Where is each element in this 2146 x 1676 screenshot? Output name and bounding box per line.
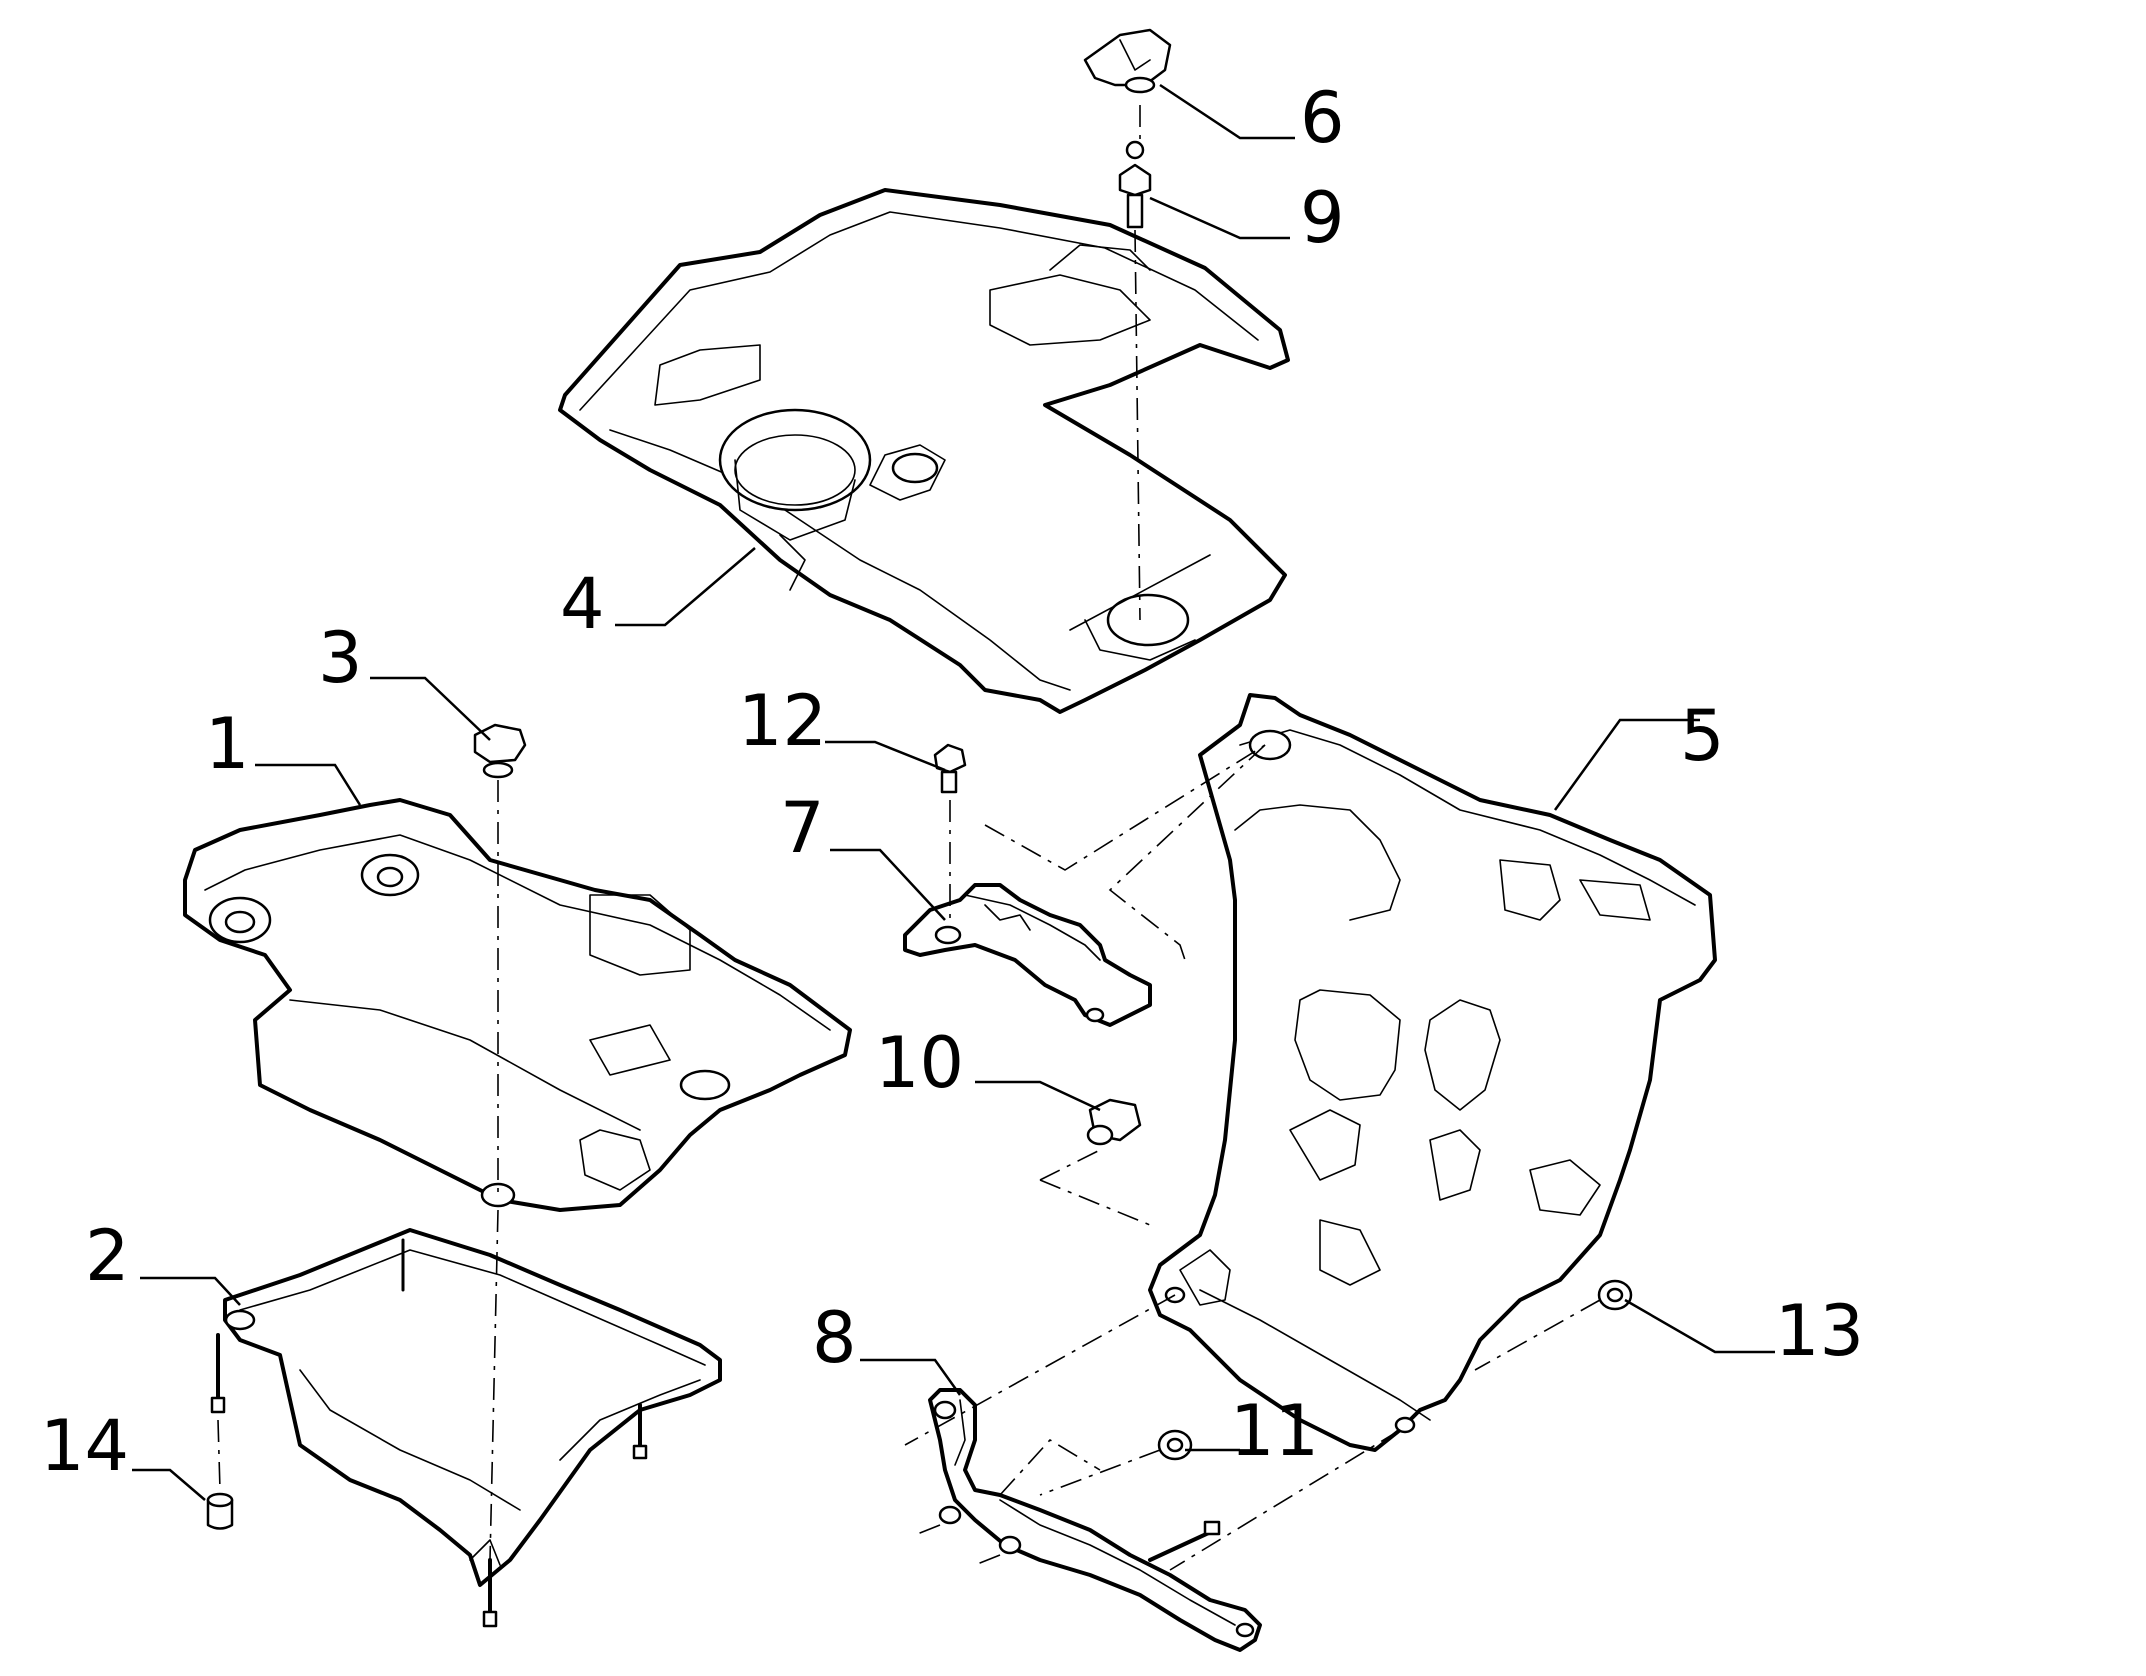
part-6-clip [1083, 28, 1172, 94]
callout-5: 5 [1680, 695, 1725, 777]
callout-1: 1 [205, 703, 250, 785]
part-12-bolt [933, 743, 967, 794]
callout-12: 12 [738, 680, 827, 762]
part-4-upper-heat-shield [558, 188, 1290, 714]
part-7-bracket [903, 883, 1152, 1027]
part-13-clip [1597, 1279, 1633, 1311]
callout-11: 11 [1230, 1390, 1319, 1472]
part-1-left-heat-shield [183, 798, 852, 1212]
assembly-lines [217, 105, 1601, 1571]
callout-6: 6 [1300, 77, 1345, 159]
part-2-lower-bracket [223, 1228, 722, 1587]
part-2-studs [210, 1238, 648, 1628]
callout-14: 14 [40, 1405, 129, 1487]
callout-10: 10 [875, 1022, 964, 1104]
callout-labels: 1 2 3 4 5 6 7 8 9 10 11 12 13 14 [40, 77, 1864, 1487]
part-14-spacer [206, 1492, 234, 1530]
callout-4: 4 [560, 563, 605, 645]
callout-7: 7 [780, 787, 825, 869]
part-10-clip [1086, 1098, 1142, 1146]
part-8-bracket [928, 1388, 1262, 1652]
part-11-nut [1157, 1429, 1193, 1461]
part-3-clip [473, 723, 527, 779]
callout-3: 3 [318, 617, 363, 699]
callout-2: 2 [85, 1215, 130, 1297]
callout-13: 13 [1775, 1290, 1864, 1372]
leader-lines [132, 83, 1775, 1501]
callout-9: 9 [1300, 177, 1345, 259]
part-9-stud [1118, 140, 1152, 229]
callout-8: 8 [812, 1297, 857, 1379]
part-5-right-heat-shield [1148, 693, 1717, 1452]
